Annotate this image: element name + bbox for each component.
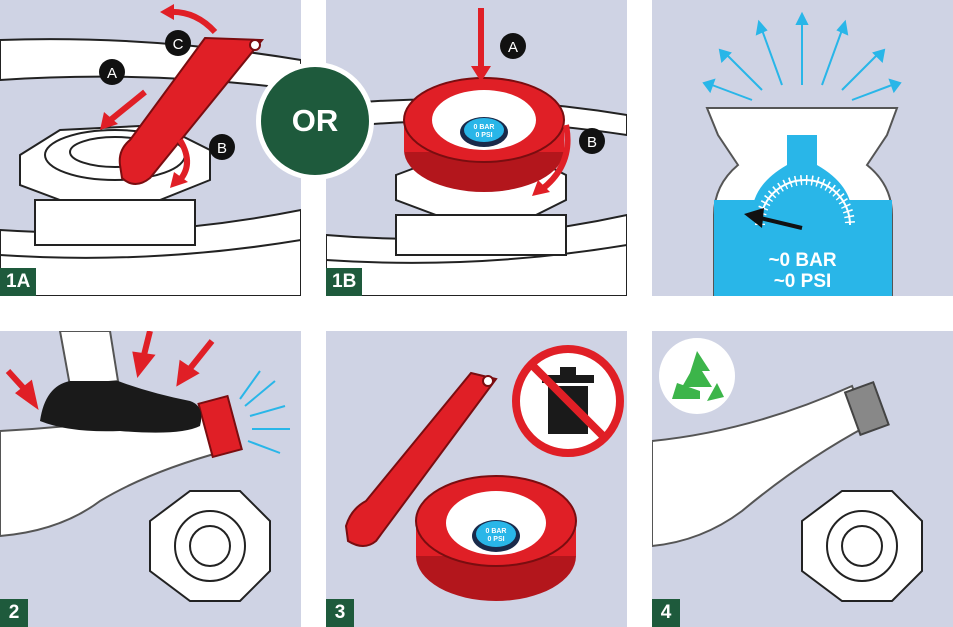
gauge-text-psi: 0 PSI (475, 132, 492, 139)
panel-1b: 0 BAR 0 PSI A B 1B (326, 0, 627, 296)
pressure-psi-reading: ~0 PSI (652, 271, 953, 293)
svg-text:C: C (173, 36, 184, 53)
panel-pressure-release: ~0 BAR ~0 PSI (652, 0, 953, 296)
step-label-1a: 1A (0, 268, 36, 296)
panel-3: 0 BAR 0 PSI 3 (326, 331, 627, 627)
keep-parts-illustration: 0 BAR 0 PSI (326, 331, 627, 627)
wrench-removal-illustration: A B C (0, 0, 301, 296)
panel-4: 4 (652, 331, 953, 627)
step-label-2: 2 (0, 599, 28, 627)
callout-c: C (165, 30, 191, 56)
or-badge: OR (256, 62, 374, 180)
gauge-text-bar: 0 BAR (485, 528, 506, 535)
gauge-text-psi: 0 PSI (487, 536, 504, 543)
panel-1a: A B C 1A (0, 0, 301, 296)
svg-text:A: A (107, 65, 117, 82)
crush-canister-illustration (0, 331, 301, 627)
step-label-3: 3 (326, 599, 354, 627)
step-label-1b: 1B (326, 268, 362, 296)
step-label-4: 4 (652, 599, 680, 627)
panel-2: 2 (0, 331, 301, 627)
recycle-icon (659, 338, 735, 414)
callout-b: B (209, 134, 235, 160)
svg-text:B: B (217, 140, 227, 157)
callout-b: B (579, 128, 605, 154)
callout-a: A (99, 59, 125, 85)
callout-a: A (500, 33, 526, 59)
recycle-canister-illustration (652, 331, 953, 627)
svg-text:B: B (587, 134, 597, 151)
pressure-bar-reading: ~0 BAR (652, 250, 953, 272)
no-trash-icon (516, 349, 620, 453)
gauge-text-bar: 0 BAR (473, 124, 494, 131)
svg-text:A: A (508, 39, 518, 56)
cap-removal-illustration: 0 BAR 0 PSI A B (326, 0, 627, 296)
